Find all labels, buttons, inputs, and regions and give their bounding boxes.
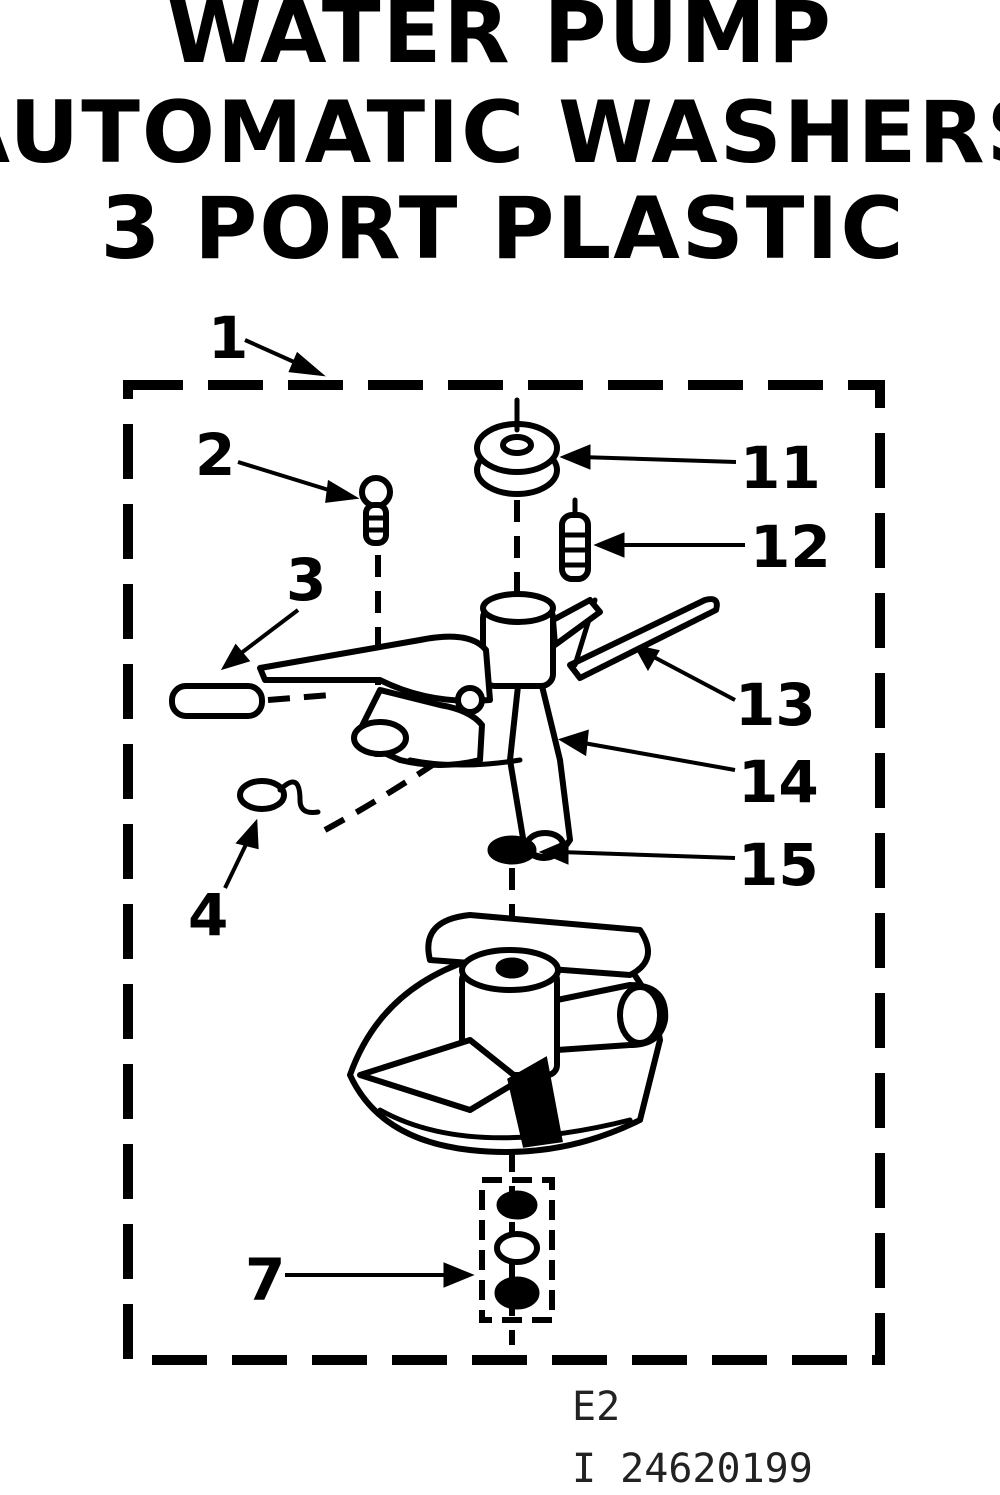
- drawing-number: I 24620199: [572, 1446, 813, 1492]
- callout-2: 2: [195, 421, 235, 489]
- arrowhead-2: [325, 479, 360, 503]
- part-12-spring: [559, 497, 591, 582]
- part-7-seals: [494, 1190, 540, 1310]
- arrowhead-4: [235, 818, 259, 850]
- callout-7: 7: [245, 1246, 285, 1314]
- callout-4: 4: [188, 881, 228, 949]
- axis-clip: [323, 757, 442, 833]
- callout-3: 3: [286, 546, 326, 614]
- part-3-pin: [169, 683, 265, 719]
- arrowhead-3: [220, 643, 251, 671]
- leader-15: [559, 850, 736, 860]
- section-code: E2: [572, 1384, 620, 1430]
- part-15-seal: [487, 835, 537, 865]
- arrowhead-11: [559, 444, 591, 470]
- callout-13: 13: [735, 671, 816, 739]
- axis-pin: [267, 692, 331, 703]
- part-11-pulley: [474, 397, 560, 497]
- pump-housing: [347, 912, 669, 1155]
- leader-11: [579, 455, 737, 464]
- callout-14: 14: [738, 748, 819, 816]
- arrowhead-15: [538, 839, 569, 865]
- title-line-1: WATER PUMP: [167, 0, 833, 83]
- part-14-bracket: [257, 591, 603, 861]
- leader-14: [577, 740, 736, 772]
- callout-11: 11: [740, 434, 821, 502]
- arrowhead-13: [633, 644, 660, 672]
- arrowhead-14: [557, 729, 589, 757]
- arrowhead-7: [443, 1262, 475, 1288]
- title-line-3: 3 PORT PLASTIC: [101, 179, 906, 279]
- arrowhead-12: [593, 532, 625, 558]
- callout-12: 12: [750, 513, 831, 581]
- part-4-clip: [237, 778, 321, 815]
- assembly-frame: [123, 380, 885, 1365]
- part-2-screw: [359, 475, 393, 546]
- arrowhead-1: [288, 351, 326, 377]
- callout-1: 1: [208, 304, 248, 372]
- title-line-2: AUTOMATIC WASHERS: [0, 83, 1000, 183]
- leader-13: [649, 653, 736, 702]
- callout-15: 15: [738, 831, 819, 899]
- leader-3: [230, 608, 300, 662]
- part-7-kit-frame: [479, 1177, 555, 1323]
